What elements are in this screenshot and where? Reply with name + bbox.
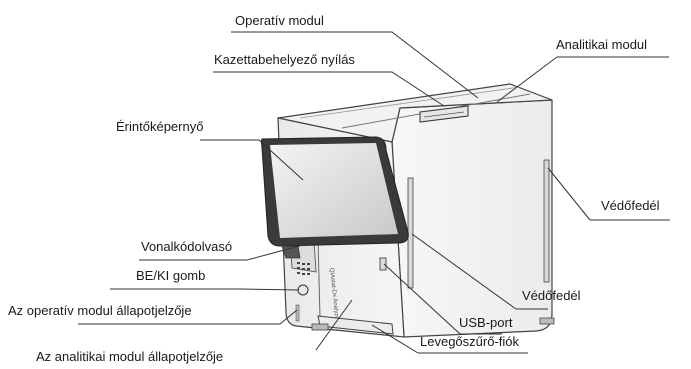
label-air-filter-drawer: Levegőszűrő-fiók bbox=[420, 334, 519, 349]
leader-touchscreen bbox=[200, 139, 304, 181]
label-cartridge-slot: Kazettabehelyező nyílás bbox=[214, 52, 355, 67]
device-foot bbox=[311, 323, 329, 331]
label-operative-status: Az operatív modul állapotjelzője bbox=[8, 303, 192, 318]
power-button bbox=[297, 284, 309, 296]
touchscreen-display bbox=[270, 143, 398, 238]
leader-operative-status bbox=[78, 309, 298, 325]
speaker-grille bbox=[297, 262, 310, 275]
leader-power-button bbox=[110, 288, 300, 291]
label-power-button: BE/KI gomb bbox=[136, 268, 205, 283]
leader-air-filter-drawer bbox=[371, 324, 528, 354]
label-analytical-status: Az analitikai modul állapotjelzője bbox=[36, 349, 223, 364]
leader-analytical-status bbox=[315, 299, 353, 351]
top-ridge-line bbox=[299, 86, 521, 119]
leader-usb-port bbox=[383, 263, 502, 335]
cartridge-slot bbox=[419, 105, 469, 123]
leader-barcode-reader bbox=[139, 244, 304, 261]
protective-cover-slot bbox=[543, 159, 550, 283]
device-foot bbox=[539, 317, 555, 325]
label-barcode-reader: Vonalkódolvasó bbox=[141, 239, 232, 254]
leader-protective-cover-right bbox=[547, 167, 670, 221]
analytical-module-side-panel bbox=[391, 99, 553, 338]
operative-status-light bbox=[295, 304, 300, 322]
label-operative-module: Operatív modul bbox=[235, 13, 324, 28]
front-panel-divider bbox=[317, 239, 321, 319]
usb-port bbox=[379, 257, 387, 271]
cartridge-slot-inner bbox=[423, 111, 465, 118]
leader-operative-module bbox=[231, 31, 479, 99]
callout-labels: Operatív modul Kazettabehelyező nyílás A… bbox=[8, 13, 660, 364]
device-front-lettering: QIAstat-Dx Analyzer bbox=[328, 268, 340, 322]
label-touchscreen: Érintőképernyő bbox=[116, 119, 203, 134]
leader-protective-cover-mid bbox=[411, 233, 548, 310]
leader-lines bbox=[78, 31, 670, 354]
label-usb-port: USB-port bbox=[459, 315, 513, 330]
leader-cartridge-slot bbox=[213, 71, 445, 107]
analyzer-illustration: QIAstat-Dx Analyzer bbox=[261, 83, 555, 338]
label-protective-cover-right: Védőfedél bbox=[601, 198, 660, 213]
protective-cover-slot bbox=[407, 177, 414, 289]
leader-analytical-module bbox=[496, 56, 669, 103]
label-analytical-module: Analitikai modul bbox=[556, 37, 647, 52]
label-protective-cover-mid: Védőfedél bbox=[522, 288, 581, 303]
